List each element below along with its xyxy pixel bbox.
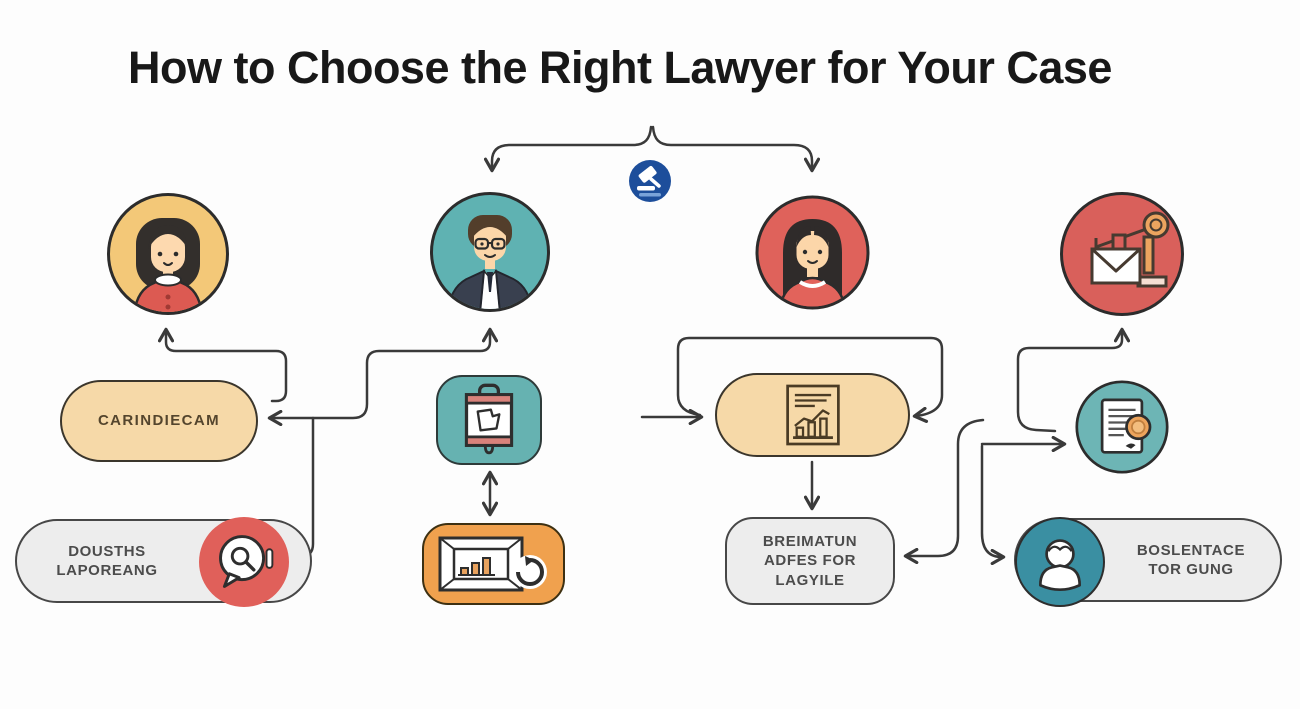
boslentace-label-line2: TOR GUNG: [1148, 561, 1234, 578]
avatar-node-2: [429, 191, 551, 313]
boslentace-badge: [1015, 517, 1105, 607]
node-framed-chart: [422, 523, 565, 605]
gavel-logo: [628, 159, 672, 203]
briefcase-map-icon: [464, 383, 514, 455]
breimatun-label-block: BREIMATUN ADFES FOR LAGYILE: [763, 532, 857, 591]
boslentace-label-block: BOSLENTACE TOR GUNG: [1106, 541, 1276, 580]
man-glasses-avatar-icon: [430, 192, 550, 312]
avatar-node-3: [755, 195, 870, 310]
node-boslentace: BOSLENTACE TOR GUNG: [1014, 517, 1282, 607]
connector-top-bracket-right: [651, 125, 821, 173]
envelope-node-4: [1059, 191, 1185, 317]
node-carindiecam: CARINDIECAM: [60, 380, 258, 462]
node-certificate: [1075, 380, 1169, 474]
woman-bob-avatar-icon: [107, 193, 229, 315]
connector-right-to-breimatun: [903, 418, 985, 565]
avatar-node-1: [106, 192, 230, 316]
framed-chart-refresh-icon: [438, 536, 547, 592]
node-dousths: DOUSTHS LAPOREANG: [15, 517, 312, 607]
dousths-label-line2: LAPOREANG: [56, 562, 158, 579]
page-title: How to Choose the Right Lawyer for Your …: [128, 42, 1112, 93]
chat-search-icon: [219, 535, 274, 588]
envelope-balance-icon: [1060, 192, 1184, 316]
breimatun-label-line2: ADFES FOR: [763, 552, 857, 570]
person-icon: [1039, 539, 1081, 592]
boslentace-label-line1: BOSLENTACE: [1136, 541, 1246, 559]
report-chart-icon: [785, 384, 840, 446]
dousths-label-line1: DOUSTHS: [68, 542, 146, 560]
gavel-icon: [629, 160, 671, 202]
connector-to-boslentace: [980, 444, 1006, 566]
carindiecam-label: CARINDIECAM: [97, 412, 221, 430]
certificate-seal-icon: [1075, 380, 1169, 474]
breimatun-label-line3: LAGYILE: [775, 571, 845, 589]
dousths-badge: [199, 517, 289, 607]
node-briefcase: [436, 375, 542, 465]
woman-long-hair-avatar-icon: [755, 195, 870, 310]
node-breimatun: BREIMATUN ADFES FOR LAGYILE: [725, 517, 895, 605]
breimatun-label-line1: BREIMATUN: [762, 532, 858, 550]
node-report: [715, 373, 910, 457]
dousths-label-block: DOUSTHS LAPOREANG: [17, 542, 197, 581]
